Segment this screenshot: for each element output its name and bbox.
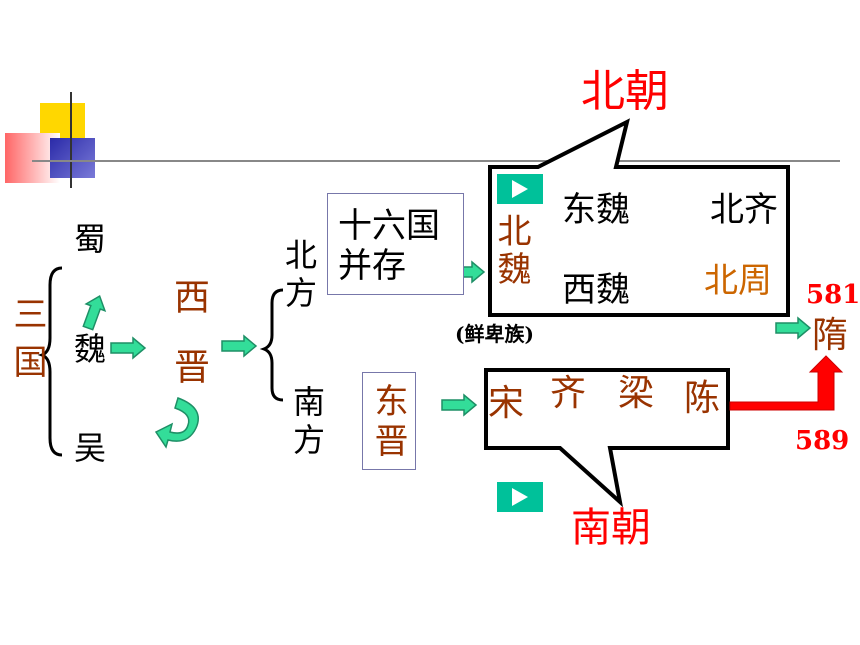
western-jin-label: 西晋: [168, 278, 209, 418]
wei-label: 魏: [74, 330, 107, 368]
qi-label: 齐: [550, 373, 587, 414]
south-callout-box: [484, 368, 730, 508]
red-arrow-icon: [729, 355, 844, 411]
north-label: 北方: [280, 238, 318, 314]
north-callout-title: 北朝: [581, 66, 669, 117]
play-icon[interactable]: [497, 482, 543, 512]
brace-icon: [259, 288, 284, 402]
south-callout-title: 南朝: [571, 505, 651, 551]
north-callout-box: [488, 118, 790, 317]
year-589: 589: [795, 426, 850, 456]
arrow-icon: [441, 394, 477, 416]
eastern-jin-box: 东晋: [362, 372, 416, 470]
sui-label: 隋: [812, 315, 849, 356]
arrow-icon: [77, 291, 110, 333]
northern-qi-label: 北齐: [710, 190, 778, 230]
xianbei-note: (鲜卑族): [455, 322, 534, 346]
western-wei-label: 西魏: [562, 270, 630, 310]
title-bar-decoration: [0, 0, 860, 200]
liang-label: 梁: [618, 373, 655, 414]
play-icon[interactable]: [497, 174, 543, 204]
northern-wei-label: 北魏: [491, 213, 531, 289]
south-label: 南方: [288, 385, 326, 461]
song-label: 宋: [488, 383, 525, 424]
arrow-icon: [110, 337, 146, 359]
chen-label: 陈: [684, 378, 721, 419]
shu-label: 蜀: [74, 220, 107, 258]
year-581: 581: [806, 280, 860, 310]
sixteen-kingdoms-box: 十六国并存: [327, 193, 464, 295]
brace-icon: [37, 266, 63, 457]
curved-arrow-icon: [154, 397, 199, 449]
arrow-icon: [221, 335, 257, 357]
eastern-jin-label: 东晋: [368, 383, 408, 463]
sixteen-kingdoms-label: 十六国并存: [338, 206, 440, 286]
northern-zhou-label: 北周: [704, 261, 772, 301]
eastern-wei-label: 东魏: [562, 190, 630, 230]
three-kingdoms-label: 三国: [7, 296, 47, 392]
wu-label: 吴: [74, 429, 107, 467]
arrow-icon: [775, 317, 811, 339]
